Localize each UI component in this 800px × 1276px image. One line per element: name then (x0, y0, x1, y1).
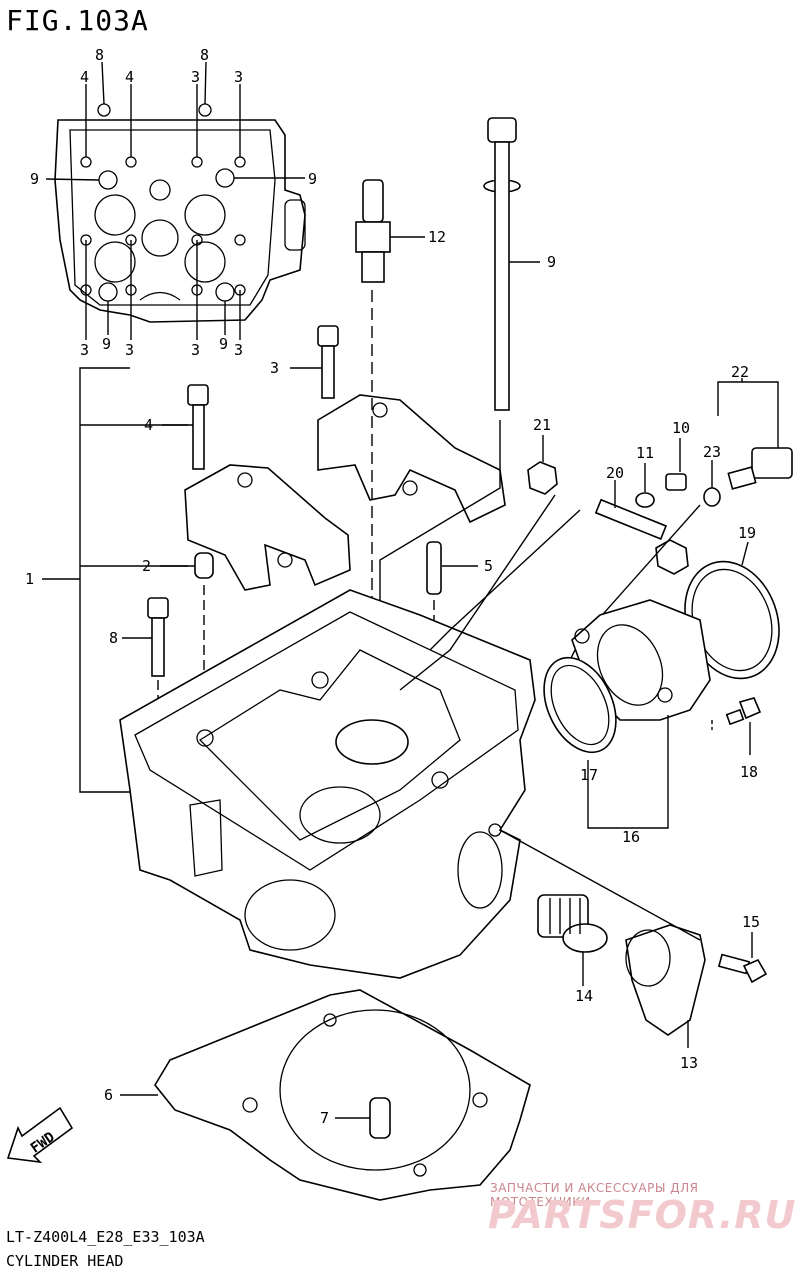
part-18-bolt (711, 697, 762, 755)
callout-label: 21 (533, 416, 551, 434)
part-20-bolt (594, 480, 689, 575)
leader-line (429, 509, 581, 651)
callout-label: 14 (575, 987, 593, 1005)
inset-label: 9 (308, 170, 317, 188)
camshaft-holder-rear (317, 394, 506, 524)
part-15-bolt (717, 932, 768, 984)
callout-label: 20 (606, 464, 624, 482)
cylinder-head-body (119, 589, 536, 979)
inset-label: 9 (102, 335, 111, 353)
callout-label: 16 (622, 828, 640, 846)
part-7-dowel-pin (335, 1097, 391, 1139)
part-4-bolt (162, 384, 209, 470)
part-22-temperature-sensor (717, 378, 793, 490)
part-6-head-gasket (120, 989, 531, 1201)
part-13-thermostat-cover (625, 924, 706, 1048)
fwd-arrow-icon: FWD (6, 1106, 74, 1164)
inset-label: 8 (200, 46, 209, 64)
callout-label: 19 (738, 524, 756, 542)
inset-label: 3 (80, 341, 89, 359)
part-8-bolt (122, 597, 169, 710)
callout-label: 18 (740, 763, 758, 781)
inset-label: 4 (80, 68, 89, 86)
callout-label: 23 (703, 443, 721, 461)
part-11-washer (635, 463, 655, 508)
watermark-tagline: ЗАПЧАСТИ И АКСЕССУАРЫ ДЛЯ МОТОТЕХНИКИ (490, 1181, 699, 1209)
model-code: LT-Z400L4_E28_E33_103A (6, 1228, 205, 1246)
callout-label: 13 (680, 1054, 698, 1072)
callout-label: 1 (25, 570, 34, 588)
part-9-stud-bolt (379, 117, 540, 725)
callout-label: 4 (144, 416, 153, 434)
part-17-o-ring (543, 656, 617, 754)
callout-label: 10 (672, 419, 690, 437)
callout-label: 8 (109, 629, 118, 647)
callout-label: 9 (547, 253, 556, 271)
cylinder-head-top-view: 8 4 4 8 3 3 9 9 3 9 3 3 9 3 (30, 46, 317, 359)
inset-label: 3 (234, 68, 243, 86)
inset-label: 8 (95, 46, 104, 64)
inset-label: 3 (234, 341, 243, 359)
figure-title: FIG.103A (6, 4, 149, 37)
callout-label: 12 (428, 228, 446, 246)
part-3-bolt (290, 325, 339, 399)
inset-label: 9 (219, 335, 228, 353)
part-2-dowel-pin (160, 552, 214, 735)
callout-label: 2 (142, 557, 151, 575)
inset-label: 9 (30, 170, 39, 188)
inset-label: 3 (191, 341, 200, 359)
part-21-nut (399, 435, 558, 691)
camshaft-holder-front (184, 464, 351, 591)
inset-label: 4 (125, 68, 134, 86)
callout-label: 17 (580, 766, 598, 784)
inset-label: 3 (191, 68, 200, 86)
callout-label: 3 (270, 359, 279, 377)
watermark-logo: PARTSFOR.RU (488, 1193, 797, 1237)
part-10-plug (665, 438, 687, 491)
leader-line (499, 829, 701, 941)
callout-label: 7 (320, 1109, 329, 1127)
inset-label: 3 (125, 341, 134, 359)
callout-label: 15 (742, 913, 760, 931)
part-12-spark-plug (355, 179, 425, 720)
part-23-o-ring (703, 460, 721, 507)
callout-label: 6 (104, 1086, 113, 1104)
part-14-thermostat (537, 894, 608, 986)
callout-label: 22 (731, 363, 749, 381)
callout-label: 11 (636, 444, 654, 462)
callout-label: 5 (484, 557, 493, 575)
section-name: CYLINDER HEAD (6, 1252, 124, 1270)
